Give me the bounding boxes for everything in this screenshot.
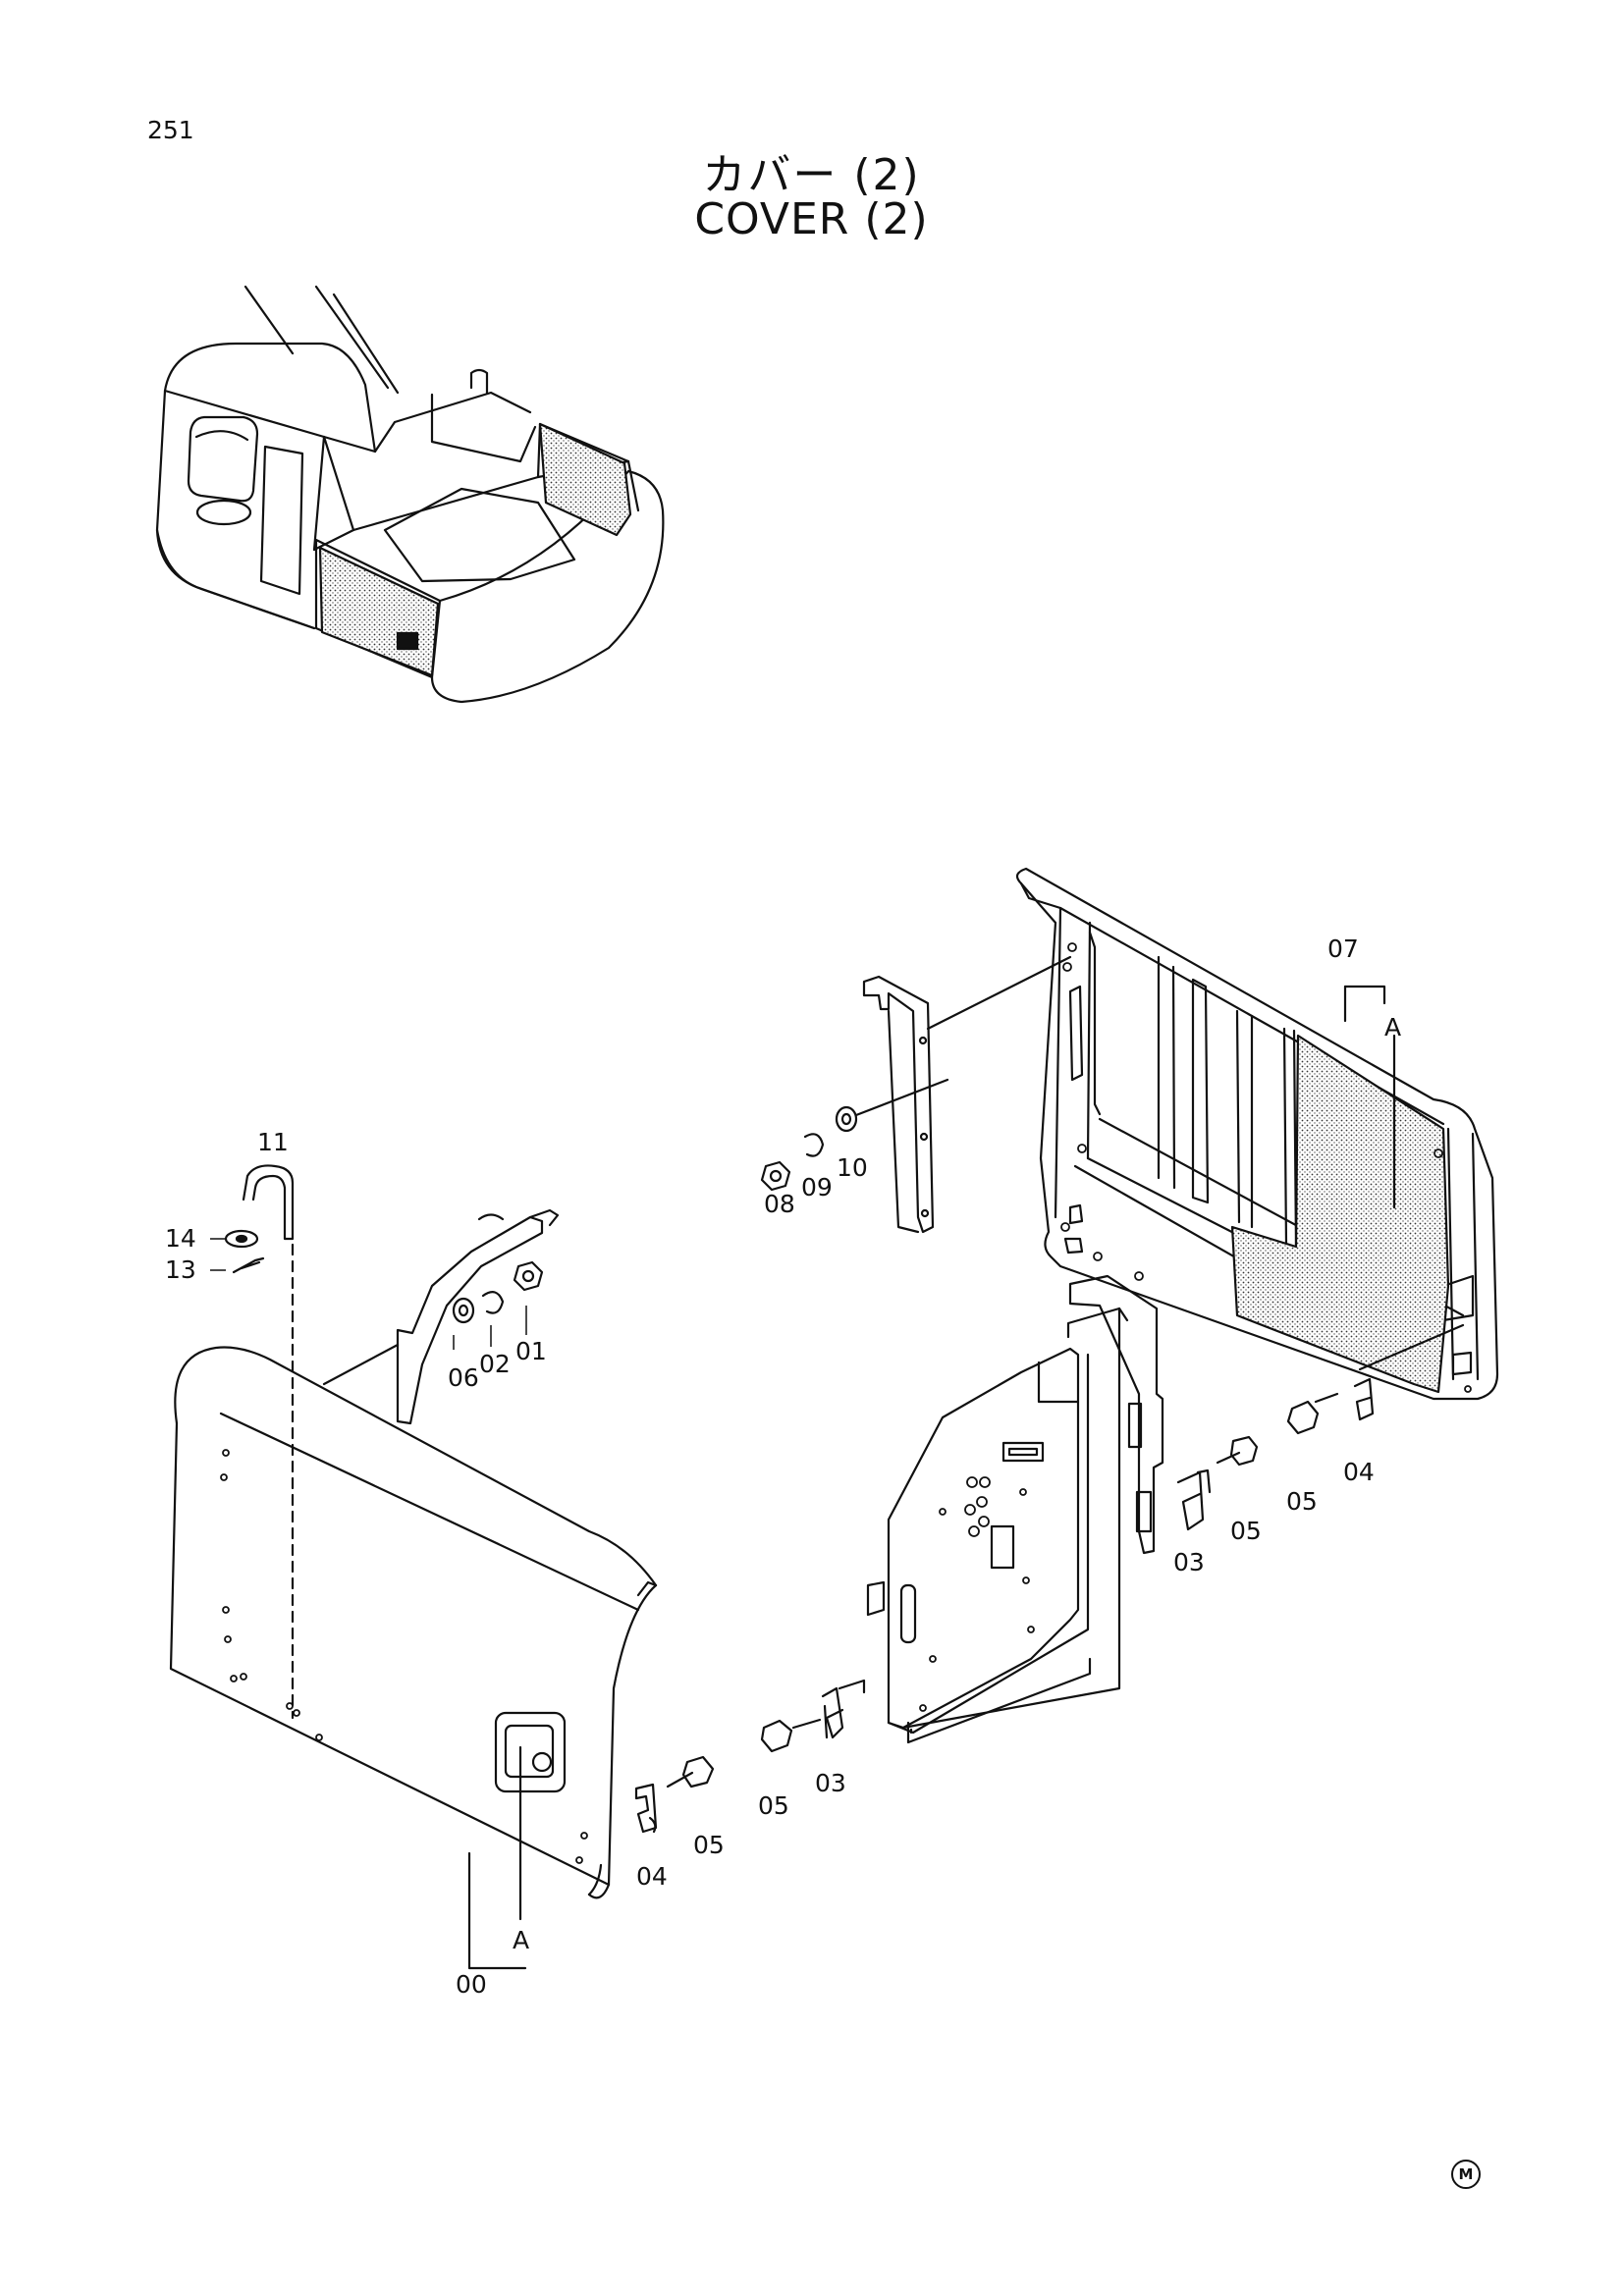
center-frame	[866, 1307, 1129, 1744]
callout-05-center: 05	[758, 1791, 789, 1820]
lock-washer-02	[481, 1291, 505, 1314]
footer-mark: M	[1451, 2160, 1481, 2189]
callout-07: 07	[1327, 934, 1359, 963]
washer-10	[835, 1105, 858, 1133]
page-number: 251	[147, 116, 194, 144]
callout-11: 11	[257, 1128, 289, 1156]
callout-A-right: A	[1384, 1013, 1401, 1041]
pin-11	[242, 1164, 295, 1241]
clip-13	[232, 1256, 265, 1274]
title-japanese: カバー (2)	[702, 150, 921, 200]
nut-01	[513, 1260, 544, 1292]
callout-01: 01	[515, 1337, 547, 1365]
callout-05-far-right: 05	[1286, 1487, 1318, 1516]
bolt-05-far-right	[1314, 1392, 1339, 1404]
center-rail	[1068, 1274, 1164, 1555]
callout-04-left: 04	[636, 1862, 668, 1891]
center-frame-holes	[919, 1476, 1035, 1712]
overview-door-handle	[396, 631, 419, 651]
callout-00: 00	[456, 1970, 487, 1999]
lock-washer-09	[803, 1133, 825, 1157]
left-door-bracket	[396, 1215, 544, 1425]
callout-03-center: 03	[815, 1769, 846, 1797]
overview-shaded-vent	[538, 422, 632, 537]
callout-13: 13	[165, 1255, 196, 1284]
nut-08	[760, 1160, 791, 1192]
washer-06	[452, 1297, 475, 1324]
left-door-panel	[169, 1346, 658, 1899]
left-door-holes	[220, 1449, 588, 1864]
leader-07	[1343, 985, 1386, 1005]
callout-08: 08	[764, 1190, 795, 1218]
excavator-overview	[155, 285, 665, 704]
bolt-05-right	[1216, 1451, 1241, 1465]
callout-03-right: 03	[1173, 1548, 1205, 1576]
callout-05-left: 05	[693, 1831, 725, 1859]
bracket-04-right	[1353, 1377, 1375, 1421]
bracket-04-left	[634, 1783, 658, 1834]
callout-09: 09	[801, 1173, 833, 1201]
callout-06: 06	[448, 1363, 479, 1392]
overview-shaded-door	[318, 546, 440, 677]
callout-10: 10	[837, 1153, 868, 1182]
callout-04-right: 04	[1343, 1458, 1375, 1486]
callout-14: 14	[165, 1224, 196, 1253]
callout-A-left: A	[513, 1926, 529, 1954]
callout-02: 02	[479, 1350, 511, 1378]
bolt-05-left	[666, 1771, 694, 1789]
leader-00-ref	[467, 1851, 527, 1970]
bracket-03-right	[1176, 1470, 1205, 1531]
upper-bracket	[862, 975, 935, 1234]
bolt-05-center	[791, 1718, 822, 1730]
right-door-details	[1060, 942, 1472, 1393]
callout-05-right: 05	[1230, 1517, 1262, 1545]
title-english: COVER (2)	[694, 194, 929, 244]
bracket-03-center	[821, 1686, 844, 1739]
